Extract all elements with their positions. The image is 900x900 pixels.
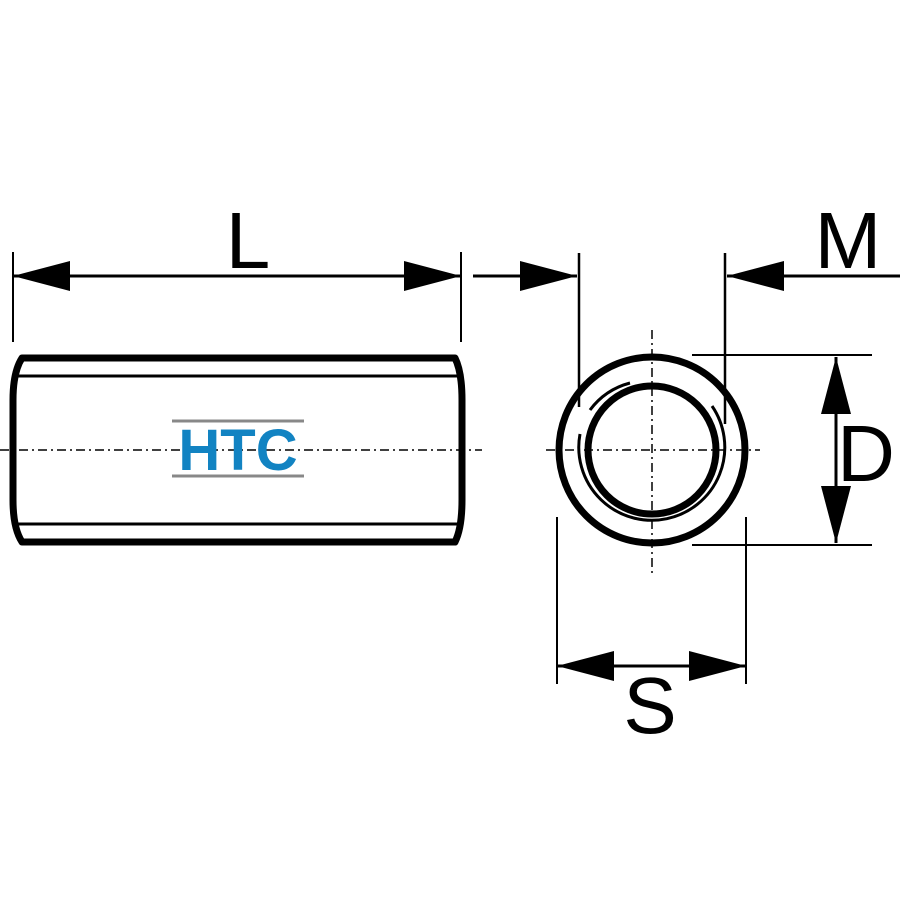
wrench-arrowhead-right xyxy=(689,651,746,681)
arrowhead-right xyxy=(404,261,461,291)
thread-label: M xyxy=(815,196,882,285)
wrench-arrowhead-left xyxy=(557,651,614,681)
length-dimension: L xyxy=(12,196,462,342)
spacer-body-outline xyxy=(9,354,466,546)
thread-major-arc xyxy=(577,405,727,522)
diameter-arrowhead-top xyxy=(821,357,851,414)
side-view: HTC xyxy=(0,354,482,546)
diameter-arrowhead-bottom xyxy=(821,486,851,543)
thread-arrowhead-right xyxy=(727,261,784,291)
length-label: L xyxy=(226,196,271,285)
thread-major-arc-top xyxy=(588,381,631,411)
wrench-size-label: S xyxy=(623,661,676,750)
bore-circle xyxy=(584,382,720,518)
thread-dimension: M xyxy=(473,196,900,424)
diameter-label: D xyxy=(837,409,895,498)
end-view xyxy=(546,330,760,574)
htc-logo: HTC xyxy=(172,418,304,483)
thread-arrowhead-left xyxy=(520,261,577,291)
logo-text: HTC xyxy=(178,418,297,483)
wrench-size-dimension: S xyxy=(556,517,747,750)
arrowhead-left xyxy=(13,261,70,291)
diameter-dimension: D xyxy=(692,354,895,546)
outer-circle xyxy=(555,353,749,547)
